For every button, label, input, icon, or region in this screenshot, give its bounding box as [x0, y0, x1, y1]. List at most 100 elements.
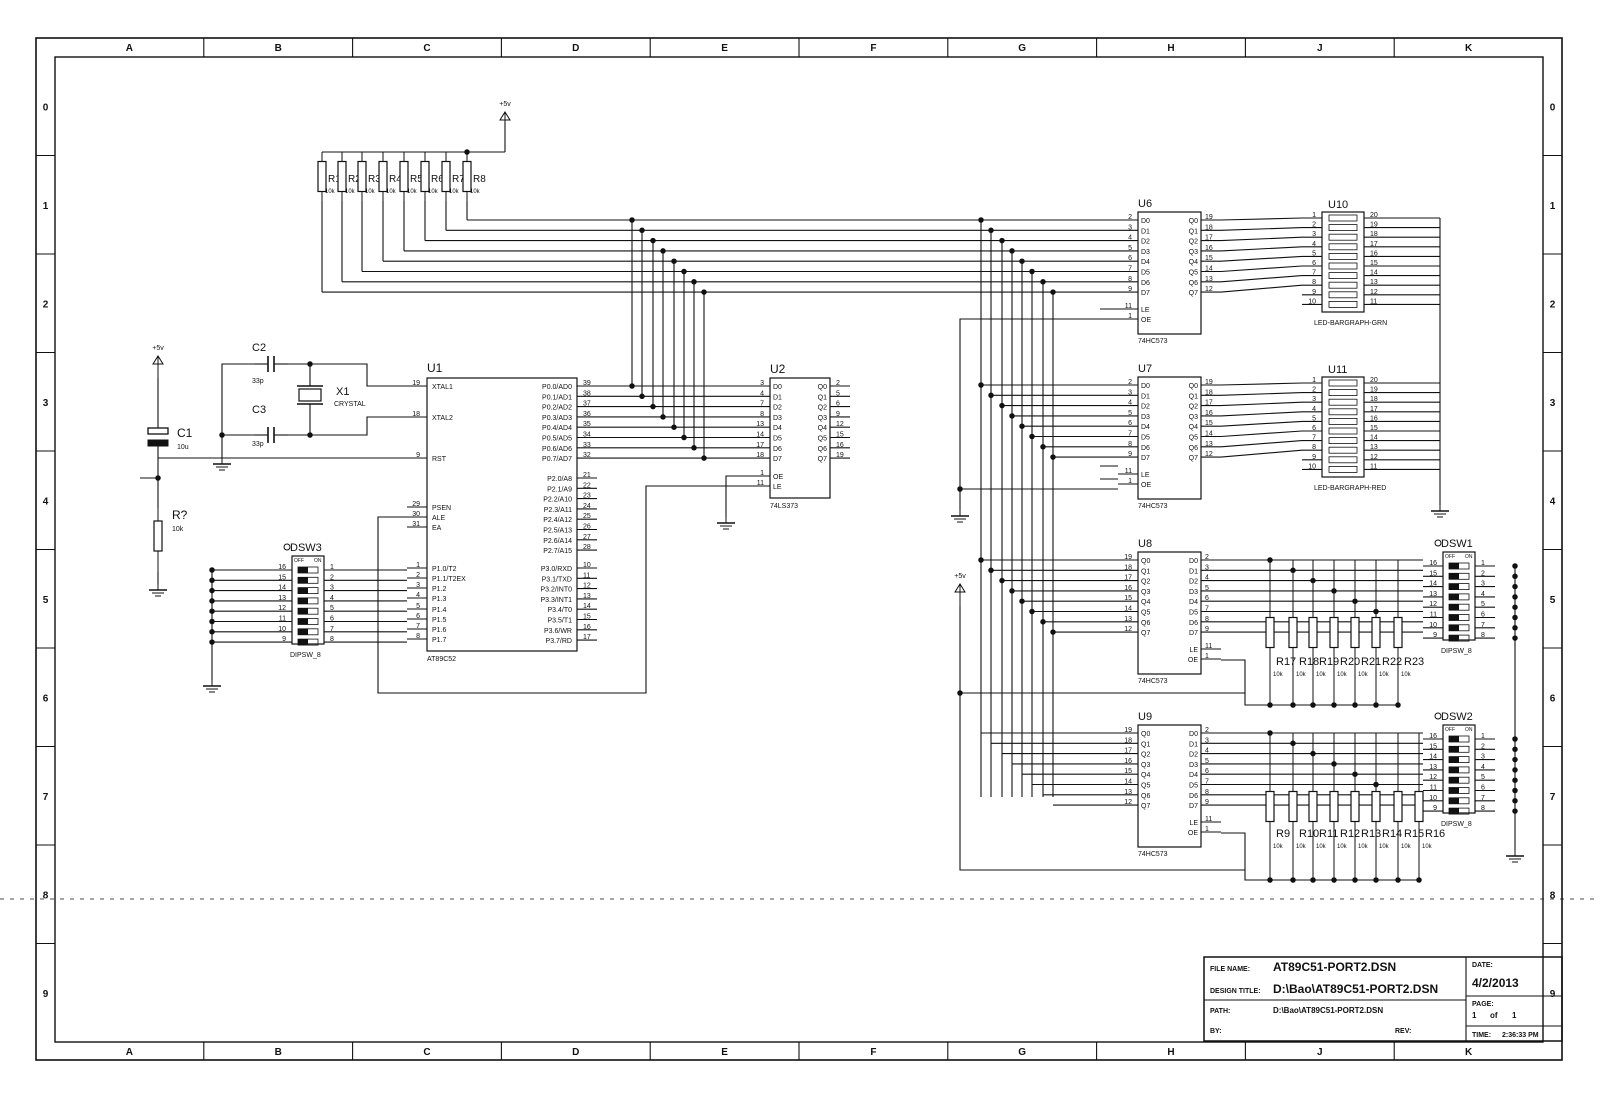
junction-dot — [1512, 798, 1518, 804]
capacitor-value: 33p — [252, 441, 264, 448]
pin-number: 12 — [278, 605, 286, 612]
pin-name: P3.4/T0 — [547, 607, 572, 614]
pin-name: LE — [1141, 472, 1150, 479]
row-label: 7 — [43, 792, 49, 803]
pin-number: 10 — [1308, 298, 1316, 305]
pin-number: 10 — [278, 626, 286, 633]
pin-name: D7 — [1189, 803, 1198, 810]
pin-number: 13 — [1370, 279, 1378, 286]
column-label: C — [423, 43, 430, 54]
pin-name: D4 — [1141, 259, 1150, 266]
pin-number: 7 — [416, 623, 420, 630]
resistor-icon — [441, 152, 451, 201]
junction-dot — [1050, 629, 1056, 635]
wire — [1220, 275, 1303, 283]
pin-number: 1 — [416, 562, 420, 569]
pin-name: D3 — [1141, 414, 1150, 421]
pin-number: 9 — [1205, 799, 1209, 806]
pin-name: P2.7/A15 — [543, 548, 572, 555]
resistor-value: 10k — [1316, 672, 1327, 678]
resistor-label: R5 — [410, 174, 423, 185]
pin-number: 14 — [1205, 431, 1213, 438]
chip-ref: U8 — [1138, 538, 1152, 550]
dipswitch-off: OFF — [294, 558, 304, 564]
pin-number: 7 — [1481, 622, 1485, 629]
pin-name: OE — [1188, 830, 1198, 837]
pin-number: 3 — [1312, 396, 1316, 403]
junction-dot — [978, 382, 984, 388]
dipswitch-ref: DSW3 — [290, 542, 322, 554]
led-segment — [1328, 262, 1358, 270]
pin-number: 16 — [1205, 245, 1213, 252]
pin-name: P2.2/A10 — [543, 497, 572, 504]
time-value: 2:36:33 PM — [1502, 1032, 1539, 1039]
pin-number: 12 — [1429, 774, 1437, 781]
pin-number: 5 — [1128, 410, 1132, 417]
resistor-value: 10k — [1401, 844, 1412, 850]
resistor-value: 10k — [1296, 672, 1307, 678]
row-label: 1 — [1550, 201, 1556, 212]
pin-number: 2 — [836, 380, 840, 387]
row-label: 2 — [43, 299, 49, 310]
pin-number: 17 — [1205, 235, 1213, 242]
pin-name: RST — [432, 456, 447, 463]
pin-number: 6 — [1481, 785, 1485, 792]
pin-name: P1.2 — [432, 586, 447, 593]
pin-name: P0.7/AD7 — [542, 456, 572, 463]
switch-lever — [1449, 624, 1459, 631]
pin-number: 8 — [1128, 441, 1132, 448]
resistor-value: 10k — [1379, 844, 1390, 850]
pin-number: 12 — [1124, 626, 1132, 633]
row-label: 6 — [1550, 693, 1556, 704]
pin-name: Q0 — [1141, 731, 1150, 738]
led-segment — [1328, 437, 1358, 445]
pin1-marker-icon — [1434, 539, 1442, 547]
row-label: 9 — [1550, 989, 1556, 1000]
chip-ref: U7 — [1138, 363, 1152, 375]
resistor-label: R17 — [1276, 656, 1296, 668]
pin-number: 1 — [1128, 313, 1132, 320]
junction-dot — [629, 383, 635, 389]
pin-name: P1.5 — [432, 617, 447, 624]
resistor-value: 10k — [365, 189, 376, 195]
pin-name: Q5 — [1189, 270, 1198, 277]
wire — [1220, 440, 1303, 448]
wires — [140, 122, 1518, 883]
resistor-value: 10k — [1358, 844, 1369, 850]
pin-number: 16 — [1370, 250, 1378, 257]
junction-dot — [1512, 756, 1518, 763]
resistor-label: R11 — [1319, 828, 1338, 840]
junction-dot — [978, 217, 984, 223]
led-segment — [1328, 456, 1358, 464]
pin-name: OE — [1141, 317, 1151, 324]
pin-name: Q3 — [1141, 762, 1150, 769]
pin-number: 11 — [583, 572, 590, 579]
pin-name: Q3 — [1189, 414, 1198, 421]
junction-dot — [957, 486, 963, 492]
pin-number: 6 — [330, 616, 334, 623]
chip-part: 74LS373 — [770, 503, 798, 510]
switch-lever — [1449, 635, 1459, 642]
resistor-icon — [1393, 733, 1403, 880]
chip-ref: U6 — [1138, 198, 1152, 210]
pin-name: LE — [1189, 647, 1198, 654]
pin-number: 14 — [278, 585, 286, 592]
resistor-value: 10k — [470, 189, 481, 195]
pin-name: P0.4/AD4 — [542, 425, 572, 432]
dipswitch-part: DIPSW_8 — [1441, 648, 1472, 655]
pin-name: Q5 — [1189, 435, 1198, 442]
junction-dot — [219, 432, 225, 438]
resistor-value: 10k — [428, 189, 439, 195]
pin-name: D0 — [1189, 731, 1198, 738]
led-segment — [1328, 427, 1358, 435]
junction-dot — [999, 402, 1005, 409]
pin-name: D7 — [1189, 630, 1198, 637]
pin-number: 13 — [1429, 764, 1437, 771]
pin-number: 15 — [583, 614, 591, 621]
pin-number: 8 — [1481, 632, 1485, 639]
pin-name: P2.6/A14 — [543, 538, 572, 545]
pin-number: 11 — [1205, 816, 1212, 823]
pin-number: 17 — [756, 442, 764, 449]
pin-name: P2.4/A12 — [543, 517, 572, 524]
